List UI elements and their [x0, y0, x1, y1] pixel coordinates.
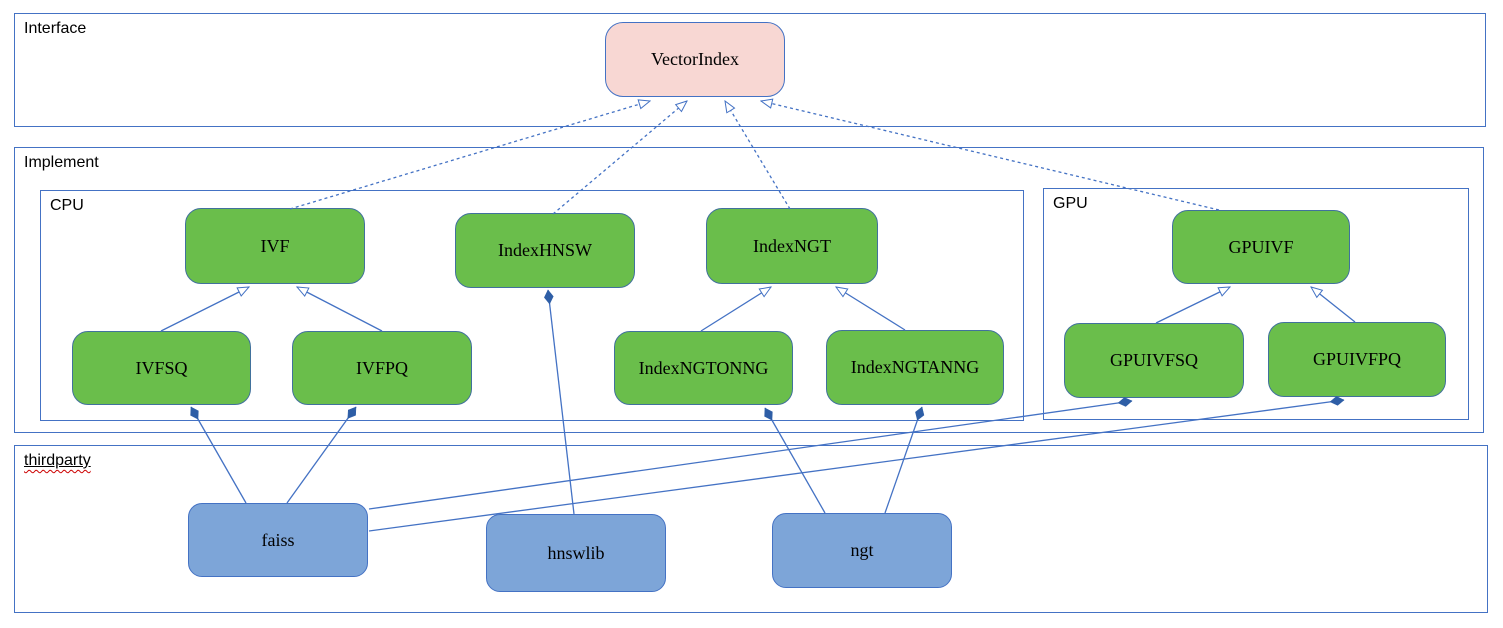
thirdparty-layer-label: thirdparty [24, 452, 91, 469]
node-gpuivfsq[interactable]: GPUIVFSQ [1064, 323, 1244, 398]
gpu-group-label: GPU [1053, 195, 1088, 212]
node-indexngt-label: IndexNGT [753, 235, 831, 256]
node-gpuivf[interactable]: GPUIVF [1172, 210, 1350, 284]
interface-layer-label: Interface [24, 20, 87, 37]
node-ngt-label: ngt [850, 540, 874, 560]
node-indexngtanng-label: IndexNGTANNG [850, 357, 980, 377]
implement-layer-label: Implement [24, 154, 99, 171]
node-hnswlib-label: hnswlib [547, 542, 605, 563]
node-indexngtonng[interactable]: IndexNGTONNG [614, 331, 793, 405]
node-gpuivfpq[interactable]: GPUIVFPQ [1268, 322, 1446, 397]
node-gpuivf-label: GPUIVF [1228, 236, 1294, 257]
node-indexngtanng[interactable]: IndexNGTANNG [826, 330, 1004, 405]
node-indexhnsw-label: IndexHNSW [498, 240, 592, 260]
node-faiss-label: faiss [261, 529, 295, 550]
node-indexhnsw[interactable]: IndexHNSW [455, 213, 635, 288]
node-vectorindex-label: VectorIndex [651, 49, 739, 69]
node-ivf-label: IVF [260, 235, 290, 256]
node-indexngtonng-label: IndexNGTONNG [638, 357, 769, 378]
cpu-group-label: CPU [50, 197, 84, 214]
node-faiss[interactable]: faiss [188, 503, 368, 577]
node-ngt[interactable]: ngt [772, 513, 952, 588]
node-ivfsq[interactable]: IVFSQ [72, 331, 251, 405]
node-gpuivfsq-label: GPUIVFSQ [1109, 350, 1199, 370]
node-ivfpq-label: IVFPQ [355, 357, 408, 378]
node-indexngt[interactable]: IndexNGT [706, 208, 878, 284]
node-gpuivfpq-label: GPUIVFPQ [1312, 349, 1402, 369]
node-vectorindex[interactable]: VectorIndex [605, 22, 785, 97]
node-ivf[interactable]: IVF [185, 208, 365, 284]
node-hnswlib[interactable]: hnswlib [486, 514, 666, 592]
node-ivfsq-label: IVFSQ [135, 357, 188, 378]
node-ivfpq[interactable]: IVFPQ [292, 331, 472, 405]
